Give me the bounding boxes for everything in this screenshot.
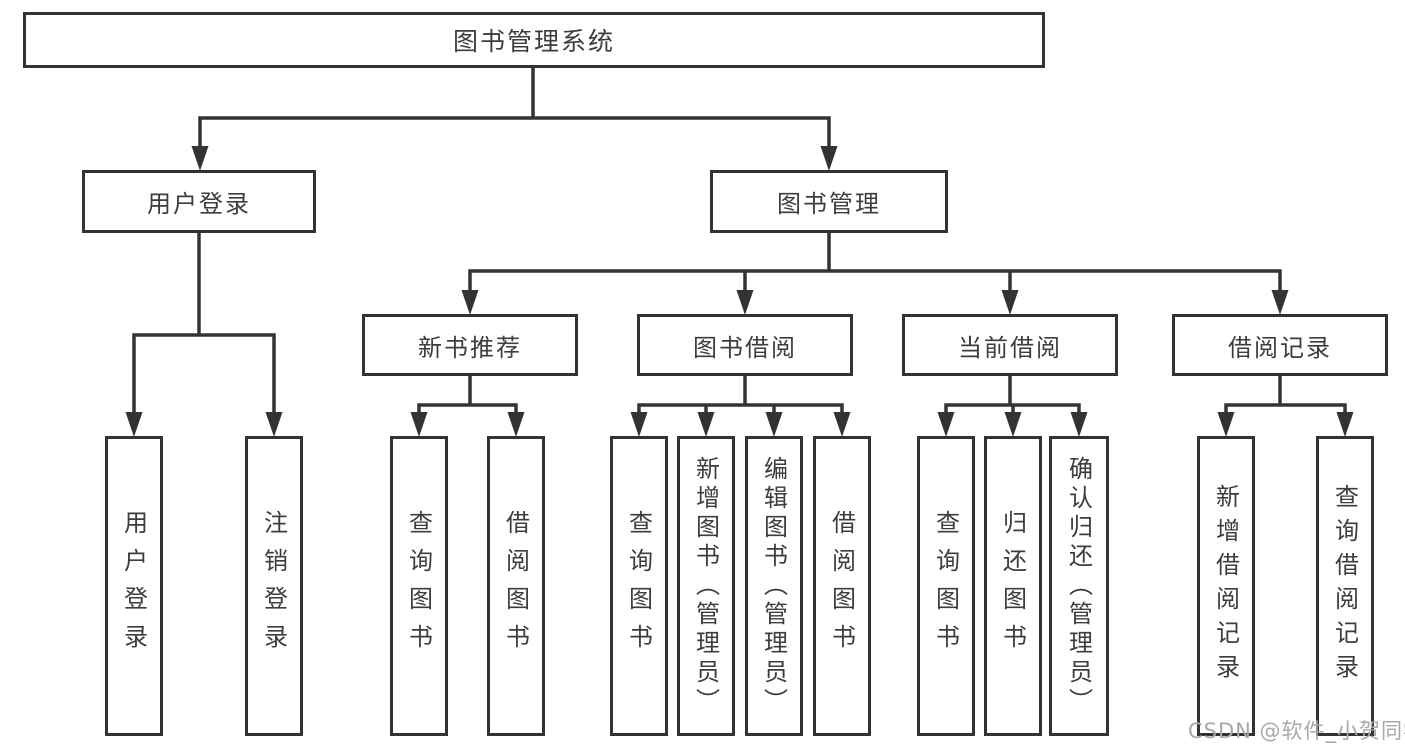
arrowhead-icon (265, 412, 283, 437)
connector-root-to-level2 (191, 66, 838, 171)
arrowhead-icon (1271, 290, 1289, 315)
connector-current-borrow-children (937, 374, 1088, 437)
arrowhead-icon (833, 412, 851, 437)
arrowhead-icon (125, 412, 143, 437)
node-label-book-mgmt: 图书管理 (777, 190, 881, 218)
arrowhead-icon (630, 412, 648, 437)
arrowhead-icon (1217, 412, 1235, 437)
node-label-v-query-book-3: 查询图书 (931, 510, 960, 662)
node-v-user-login: 用户登录 (105, 436, 163, 736)
connector-path (468, 231, 1282, 296)
node-new-book-rec: 新书推荐 (362, 314, 578, 376)
node-v-borrow-book-1: 借阅图书 (487, 436, 545, 736)
node-label-v-add-book: 新增图书（管理员） (691, 455, 720, 717)
node-v-edit-book: 编辑图书（管理员） (745, 436, 803, 736)
node-v-return-book: 归还图书 (984, 436, 1042, 736)
connector-path (417, 374, 518, 418)
node-label-v-logout: 注销登录 (259, 510, 288, 662)
arrowhead-icon (461, 290, 479, 315)
arrowhead-icon (765, 412, 783, 437)
node-label-v-return-book: 归还图书 (998, 510, 1027, 662)
node-label-v-confirm-return: 确认归还（管理员） (1064, 455, 1093, 717)
node-label-root: 图书管理系统 (452, 27, 615, 56)
node-v-add-borrow-record: 新增借阅记录 (1197, 436, 1255, 736)
arrowhead-icon (1001, 290, 1019, 315)
arrowhead-icon (1070, 412, 1088, 437)
node-label-book-borrow: 图书借阅 (693, 333, 797, 362)
connector-user-login-children (125, 231, 283, 437)
node-v-borrow-book-2: 借阅图书 (813, 436, 871, 736)
node-label-user-login: 用户登录 (147, 190, 251, 218)
node-label-v-query-borrow-record: 查询借阅记录 (1330, 484, 1359, 688)
node-label-borrow-records: 借阅记录 (1228, 333, 1332, 362)
connector-path (198, 66, 831, 152)
node-user-login: 用户登录 (82, 170, 316, 233)
node-label-v-query-book-2: 查询图书 (624, 510, 653, 662)
connector-book-mgmt-children (461, 231, 1289, 315)
watermark: CSDN @软件_小贺同学 (1188, 719, 1405, 743)
node-label-current-borrow: 当前借阅 (958, 333, 1062, 362)
node-v-query-borrow-record: 查询借阅记录 (1316, 436, 1374, 736)
node-v-logout: 注销登录 (245, 436, 303, 736)
node-label-v-edit-book: 编辑图书（管理员） (759, 455, 788, 717)
arrowhead-icon (507, 412, 525, 437)
node-v-query-book-1: 查询图书 (390, 436, 448, 736)
arrowhead-icon (410, 412, 428, 437)
arrowhead-icon (820, 146, 838, 171)
node-v-confirm-return: 确认归还（管理员） (1049, 436, 1109, 736)
node-label-v-borrow-book-1: 借阅图书 (501, 510, 530, 662)
connector-path (637, 374, 844, 418)
node-book-borrow: 图书借阅 (637, 314, 853, 376)
node-label-v-add-borrow-record: 新增借阅记录 (1211, 484, 1240, 688)
connector-new-book-rec-children (410, 374, 525, 437)
connector-path (944, 374, 1081, 418)
node-borrow-records: 借阅记录 (1172, 314, 1388, 376)
arrowhead-icon (697, 412, 715, 437)
node-label-v-query-book-1: 查询图书 (404, 510, 433, 662)
connector-borrow-records-children (1217, 374, 1354, 437)
node-v-query-book-3: 查询图书 (917, 436, 975, 736)
node-v-query-book-2: 查询图书 (610, 436, 668, 736)
connector-path (1224, 374, 1347, 418)
node-label-v-borrow-book-2: 借阅图书 (827, 510, 856, 662)
arrowhead-icon (191, 146, 209, 171)
connector-path (132, 231, 276, 418)
node-book-mgmt: 图书管理 (710, 170, 948, 233)
node-v-add-book: 新增图书（管理员） (677, 436, 735, 736)
arrowhead-icon (736, 290, 754, 315)
arrowhead-icon (1336, 412, 1354, 437)
node-label-v-user-login: 用户登录 (119, 510, 148, 662)
node-root: 图书管理系统 (23, 12, 1045, 68)
connector-book-borrow-children (630, 374, 851, 437)
node-current-borrow: 当前借阅 (902, 314, 1118, 376)
arrowhead-icon (1004, 412, 1022, 437)
node-label-new-book-rec: 新书推荐 (418, 333, 522, 362)
arrowhead-icon (937, 412, 955, 437)
